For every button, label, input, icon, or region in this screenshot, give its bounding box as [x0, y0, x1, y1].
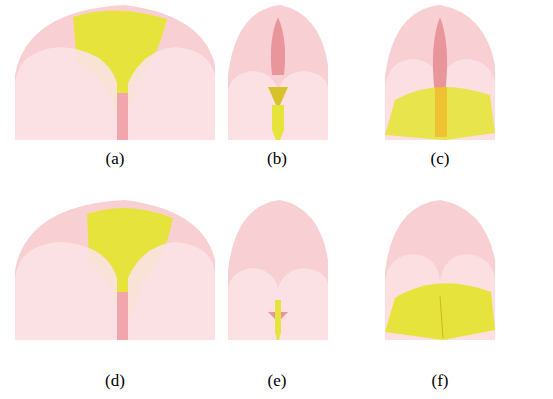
shape-a [15, 5, 215, 140]
panel-label: (a) [106, 150, 125, 167]
panel-label: (c) [431, 150, 450, 167]
shape-e [228, 200, 328, 340]
shape-d [15, 200, 215, 340]
shape-b [228, 5, 328, 140]
panel-label: (f) [432, 372, 449, 389]
panel-label: (b) [267, 150, 287, 167]
panel-label: (e) [268, 372, 287, 389]
shape-c [385, 5, 495, 140]
shape-f [385, 200, 495, 340]
panel-label: (d) [105, 372, 125, 389]
